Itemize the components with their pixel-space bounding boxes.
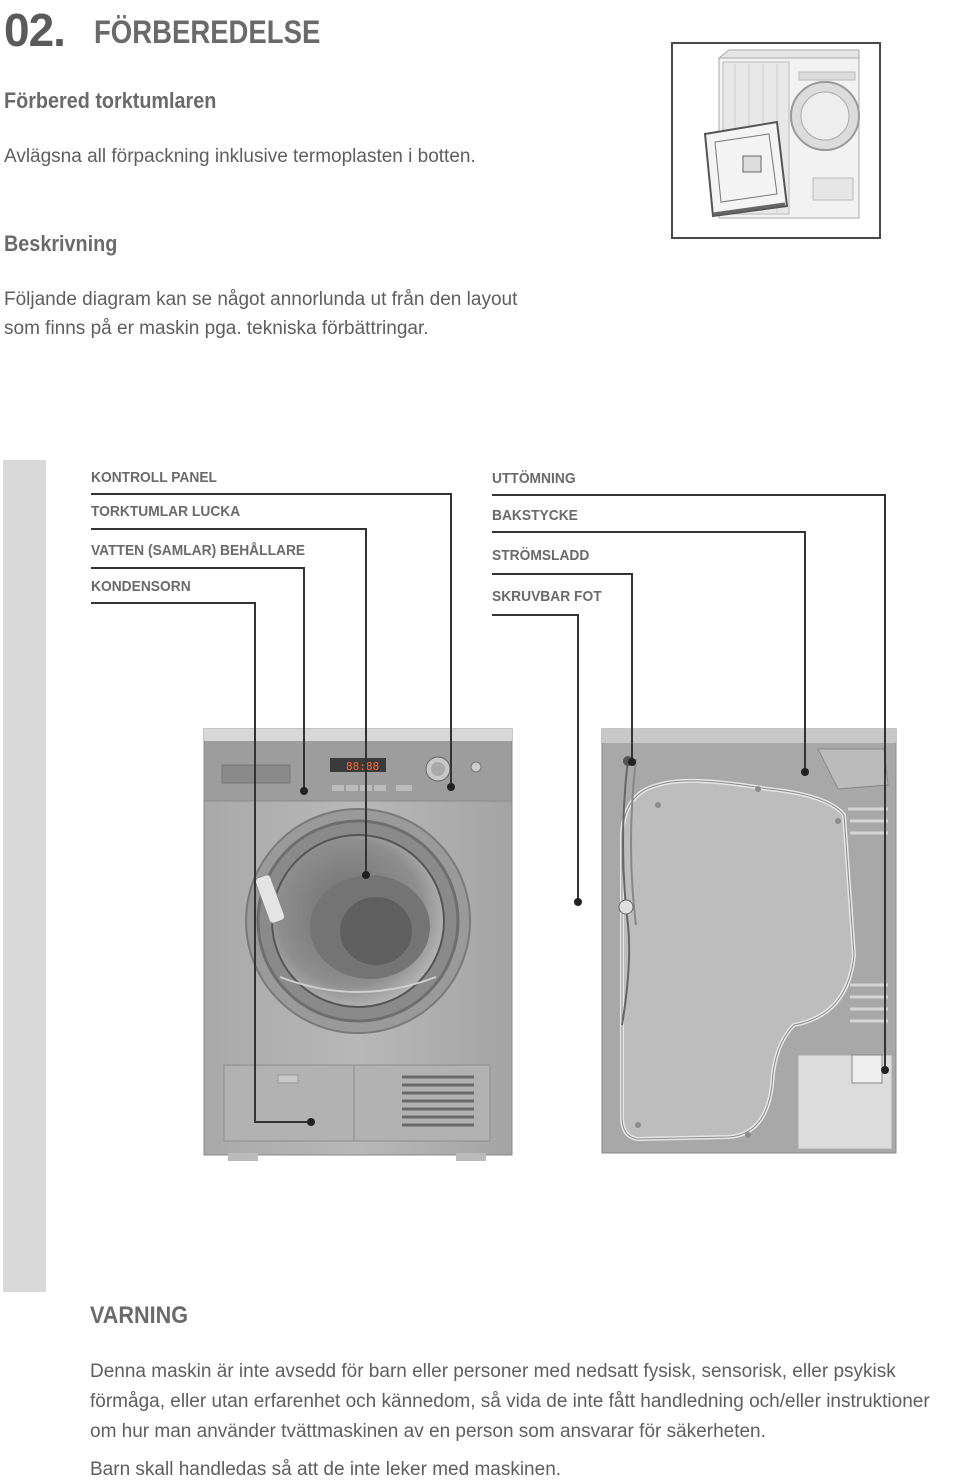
pointer-water-container — [300, 787, 308, 795]
label-condenser: KONDENSORN — [91, 578, 191, 595]
callout-lines — [91, 493, 889, 1126]
pointer-condenser — [307, 1118, 315, 1126]
section-number: 02. — [4, 4, 66, 56]
label-power-cord: STRÖMSLADD — [492, 547, 590, 564]
pointer-adjustable-foot — [574, 898, 582, 906]
dryer-unpacking-drawing — [703, 49, 860, 219]
label-drain: UTTÖMNING — [492, 470, 576, 487]
description-line-1: Följande diagram kan se något annorlunda… — [4, 289, 518, 310]
description-line-2: som finns på er maskin pga. tekniska för… — [4, 318, 429, 339]
label-adjustable-foot: SKRUVBAR FOT — [492, 588, 602, 605]
pointer-power-cord — [628, 758, 636, 766]
description-heading: Beskrivning — [4, 231, 118, 256]
pointer-control-panel — [447, 783, 455, 791]
unpacking-illustration — [671, 42, 881, 239]
warning-text: Denna maskin är inte avsedd för barn ell… — [90, 1361, 930, 1442]
warning-heading: VARNING — [90, 1302, 189, 1329]
label-dryer-door: TORKTUMLAR LUCKA — [91, 503, 241, 520]
prepare-text: Avlägsna all förpackning inklusive termo… — [4, 146, 476, 167]
pointer-drain — [881, 1066, 889, 1074]
section-title: FÖRBEREDELSE — [94, 14, 321, 50]
warning-extra-text: Barn skall handledas så att de inte leke… — [90, 1459, 562, 1480]
label-water-container: VATTEN (SAMLAR) BEHÅLLARE — [91, 542, 306, 559]
pointer-back-panel — [801, 768, 809, 776]
pointer-dryer-door — [362, 871, 370, 879]
dryer-back-illustration — [601, 728, 897, 1154]
label-back-panel: BAKSTYCKE — [492, 507, 578, 524]
sidebar-bar — [3, 460, 46, 1292]
display-readout: 88:88 — [346, 760, 379, 773]
prepare-heading: Förbered torktumlaren — [4, 88, 217, 113]
label-control-panel: KONTROLL PANEL — [91, 469, 217, 486]
